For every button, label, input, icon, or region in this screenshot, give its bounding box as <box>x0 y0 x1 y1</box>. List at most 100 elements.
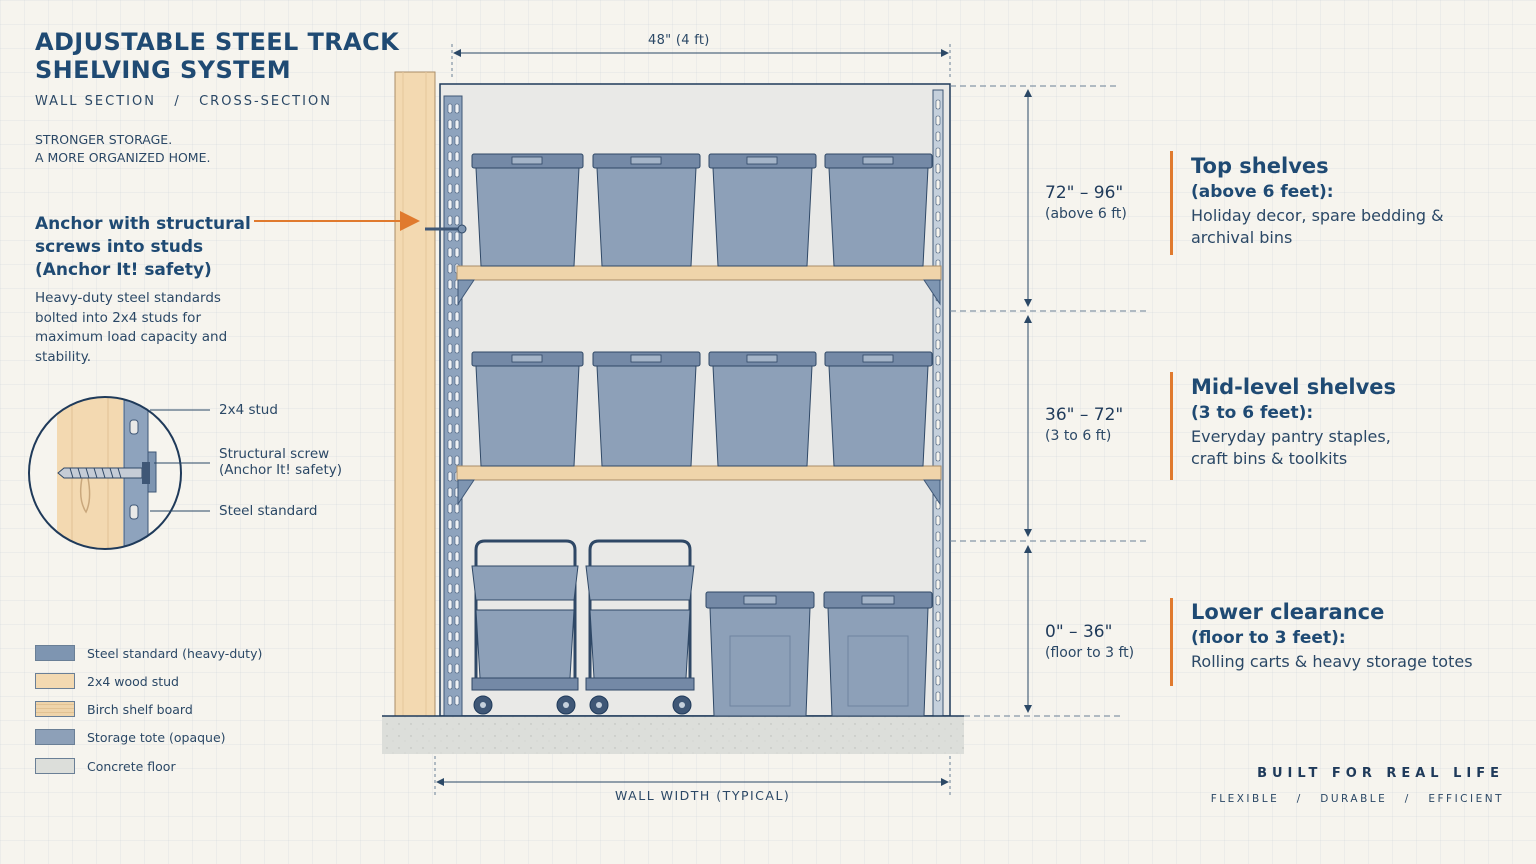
standard-slot <box>447 487 453 498</box>
standard-slot <box>935 227 941 238</box>
zone-range-value: 72" – 96" <box>1045 183 1124 203</box>
standard-slot <box>935 515 941 526</box>
brand-sub-line: FLEXIBLE / DURABLE / EFFICIENT <box>1210 793 1504 805</box>
tagline-line-1: STRONGER STORAGE. <box>35 132 173 147</box>
zone-title: Mid-level shelves <box>1191 375 1397 399</box>
standard-slot <box>935 355 941 366</box>
shelf-board-upper <box>456 265 942 306</box>
standard-slot <box>447 695 453 706</box>
standard-slot <box>447 103 453 114</box>
legend-swatch-stud <box>35 673 75 689</box>
standard-slot <box>935 627 941 638</box>
zone-range-sub: (floor to 3 ft) <box>1045 645 1135 661</box>
zone-subtitle: (3 to 6 feet): <box>1191 403 1314 423</box>
page-title: ADJUSTABLE STEEL TRACK SHELVING SYSTEM <box>35 28 400 84</box>
legend-label: Steel standard (heavy-duty) <box>87 645 263 661</box>
standard-slot <box>447 439 453 450</box>
standard-slot <box>447 167 453 178</box>
standard-slot <box>454 647 460 658</box>
zone-range-sub: (3 to 6 ft) <box>1045 428 1112 444</box>
standard-slot <box>935 451 941 462</box>
anchor-body: Heavy-duty steel standards bolted into 2… <box>35 290 228 365</box>
anchor-heading: Anchor with structural screws into studs… <box>35 214 251 280</box>
standard-slot <box>935 435 941 446</box>
standard-slot <box>447 471 453 482</box>
standard-slot <box>454 231 460 242</box>
standard-slot <box>454 503 460 514</box>
zone-description: Everyday pantry staples, craft bins & to… <box>1191 427 1391 468</box>
standard-slot <box>447 247 453 258</box>
width-label-bottom: WALL WIDTH (TYPICAL) <box>615 788 791 803</box>
standard-slot <box>454 327 460 338</box>
tote-floor-2 <box>823 591 933 717</box>
standard-slot <box>935 403 941 414</box>
standard-slot <box>447 135 453 146</box>
standard-slot <box>935 547 941 558</box>
standard-slot <box>454 519 460 530</box>
anchor-screw <box>425 224 467 234</box>
standard-slot <box>447 647 453 658</box>
standard-slot <box>447 375 453 386</box>
legend-item: Steel standard (heavy-duty) <box>35 645 262 661</box>
legend-item: Storage tote (opaque) <box>35 729 226 745</box>
standard-slot <box>454 247 460 258</box>
standard-slot <box>935 179 941 190</box>
standard-slot <box>935 579 941 590</box>
standard-slot <box>935 211 941 222</box>
standard-slot <box>935 531 941 542</box>
standard-slot <box>447 503 453 514</box>
standard-slot <box>454 311 460 322</box>
detail-label-screw: Structural screw (Anchor It! safety) <box>219 446 342 478</box>
standard-slot <box>447 599 453 610</box>
tagline: STRONGER STORAGE. A MORE ORGANIZED HOME. <box>35 131 295 167</box>
detail-label-screw-line-1: Structural screw <box>219 446 330 462</box>
standard-slot <box>454 199 460 210</box>
standard-slot <box>454 631 460 642</box>
legend-item: 2x4 wood stud <box>35 673 179 689</box>
standard-slot <box>935 115 941 126</box>
standard-slot <box>935 339 941 350</box>
standard-slot <box>447 183 453 194</box>
standard-slot <box>447 535 453 546</box>
standard-slot <box>454 583 460 594</box>
standard-slot <box>454 359 460 370</box>
zone-range-value: 36" – 72" <box>1045 405 1124 425</box>
standard-slot <box>454 375 460 386</box>
standard-slot <box>454 663 460 674</box>
tote-top-2 <box>592 153 701 267</box>
standard-slot <box>447 199 453 210</box>
standard-slot <box>447 551 453 562</box>
standard-slot <box>454 423 460 434</box>
standard-slot <box>935 163 941 174</box>
standard-slot <box>935 675 941 686</box>
standard-slot <box>447 343 453 354</box>
standard-slot <box>447 615 453 626</box>
standard-slot <box>935 611 941 622</box>
legend-item: Concrete floor <box>35 758 176 774</box>
standard-slot <box>935 307 941 318</box>
standard-slot <box>447 663 453 674</box>
wood-stud <box>394 71 436 717</box>
concrete-floor <box>382 716 964 754</box>
zone-description: Holiday decor, spare bedding & archival … <box>1191 206 1444 247</box>
tote-top-1 <box>471 153 584 267</box>
zone-subtitle: (floor to 3 feet): <box>1191 628 1346 648</box>
detail-label-standard: Steel standard <box>219 503 318 519</box>
standard-slot <box>935 387 941 398</box>
standard-slot <box>447 295 453 306</box>
standard-slot <box>454 135 460 146</box>
brand-line: BUILT FOR REAL LIFE <box>1257 766 1504 781</box>
standard-slot <box>935 99 941 110</box>
standard-slot <box>447 519 453 530</box>
detail-label-stud: 2x4 stud <box>219 402 278 418</box>
legend-swatch-steel <box>35 645 75 661</box>
standard-slot <box>447 327 453 338</box>
zone-range-mid: 36" – 72" (3 to 6 ft) <box>1045 405 1123 446</box>
standard-slot <box>935 371 941 382</box>
standard-slot <box>454 151 460 162</box>
anchor-detail-circle <box>28 396 210 550</box>
standard-slot <box>454 551 460 562</box>
standard-slot <box>447 119 453 130</box>
standard-slot <box>454 615 460 626</box>
standard-slot <box>447 679 453 690</box>
